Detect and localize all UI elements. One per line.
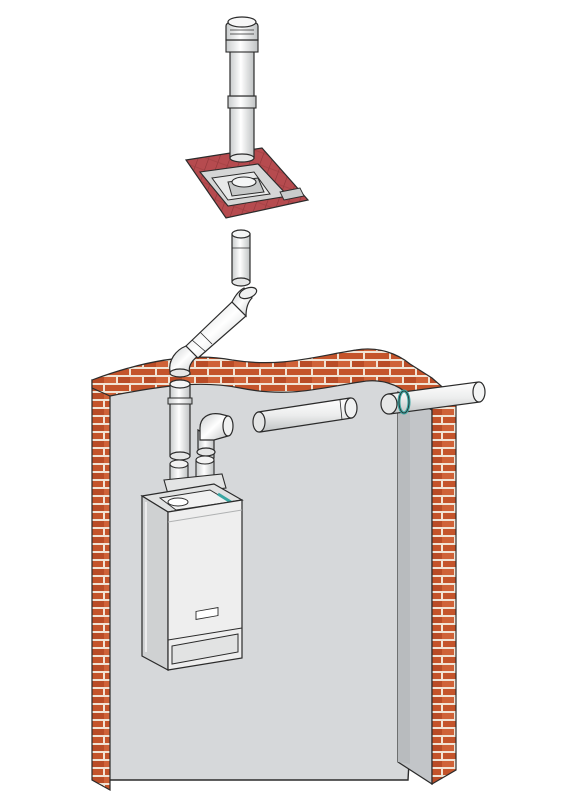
brick-column-right [431,389,457,786]
brick-column-left [91,379,111,792]
flue-vertical-from-boiler [167,379,193,461]
boiler-display-icon [195,607,219,620]
flue-bend-45 [169,286,258,378]
roof-flashing [184,147,310,219]
boiler [140,483,244,672]
wall-shadow [398,392,410,764]
vertical-flue-terminal [225,16,259,163]
flue-extension-vertical [231,229,251,287]
horizontal-flue-terminal [380,381,486,415]
horizontal-flue-extension [252,397,358,433]
